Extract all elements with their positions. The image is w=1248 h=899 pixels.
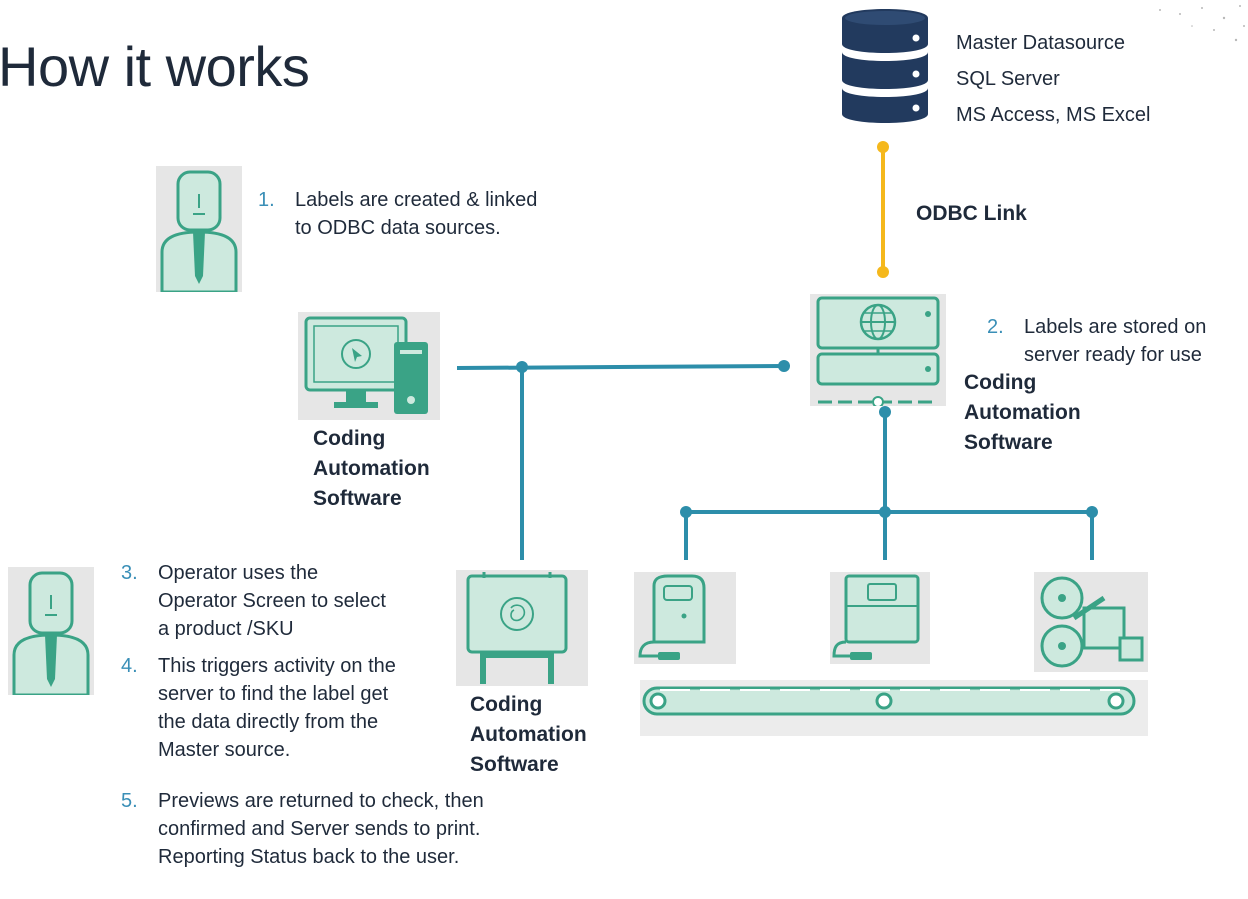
designer-avatar — [156, 166, 242, 294]
step-4: 4. This triggers activity on the server … — [121, 652, 411, 764]
print-apply-machine-icon — [1040, 576, 1144, 668]
step-4-number: 4. — [121, 655, 138, 677]
decorative-dots — [1159, 5, 1245, 42]
operator-screen-junction — [516, 361, 528, 373]
step-4-text: This triggers activity on the server to … — [158, 655, 396, 761]
step-1-number: 1. — [258, 189, 275, 211]
inkjet-printer-card — [634, 572, 736, 664]
database-icon — [842, 9, 928, 123]
datasource-name: Master Datasource — [956, 32, 1125, 54]
datasource-sql-server: SQL Server — [956, 68, 1060, 90]
conveyor-belt-icon — [642, 686, 1136, 716]
conveyor-card — [640, 680, 1148, 736]
odbc-link-bottom-node — [877, 266, 889, 278]
workstation-icon — [304, 316, 428, 414]
step-2-text: Labels are stored on server ready for us… — [1024, 316, 1207, 366]
workstation-caption: Coding Automation Software — [313, 427, 430, 510]
label-printer-card — [830, 572, 930, 664]
step-1-text: Labels are created & linked to ODBC data… — [295, 189, 538, 239]
inkjet-printer-icon — [638, 574, 706, 660]
label-printer-icon — [832, 574, 920, 660]
server-card — [810, 294, 946, 408]
operator-screen-icon — [466, 572, 568, 684]
operator-avatar — [8, 567, 94, 697]
operator-screen-caption: Coding Automation Software — [470, 693, 587, 776]
step-5-number: 5. — [121, 790, 138, 812]
step-5-text: Previews are returned to check, then con… — [158, 790, 484, 868]
step-1: 1. Labels are created & linked to ODBC d… — [258, 186, 538, 242]
workstation-server-node — [778, 360, 790, 372]
print-apply-machine-card — [1034, 572, 1148, 672]
person-icon — [12, 571, 90, 697]
operator-screen-card — [456, 570, 588, 686]
server-icon — [816, 296, 940, 408]
odbc-link-top-node — [877, 141, 889, 153]
step-5: 5. Previews are returned to check, then … — [121, 787, 501, 871]
odbc-link-label: ODBC Link — [916, 202, 1027, 225]
workstation-server-line — [456, 364, 785, 370]
workstation-card — [298, 312, 440, 420]
step-3: 3. Operator uses the Operator Screen to … — [121, 559, 401, 643]
step-2: 2. Labels are stored on server ready for… — [987, 313, 1237, 369]
server-caption: Coding Automation Software — [964, 371, 1081, 454]
step-3-text: Operator uses the Operator Screen to sel… — [158, 562, 386, 640]
server-bottom-node — [879, 406, 891, 418]
datasource-access-excel: MS Access, MS Excel — [956, 104, 1151, 126]
step-2-number: 2. — [987, 316, 1004, 338]
step-3-number: 3. — [121, 562, 138, 584]
person-icon — [160, 170, 238, 294]
page-title: How it works — [0, 35, 310, 98]
